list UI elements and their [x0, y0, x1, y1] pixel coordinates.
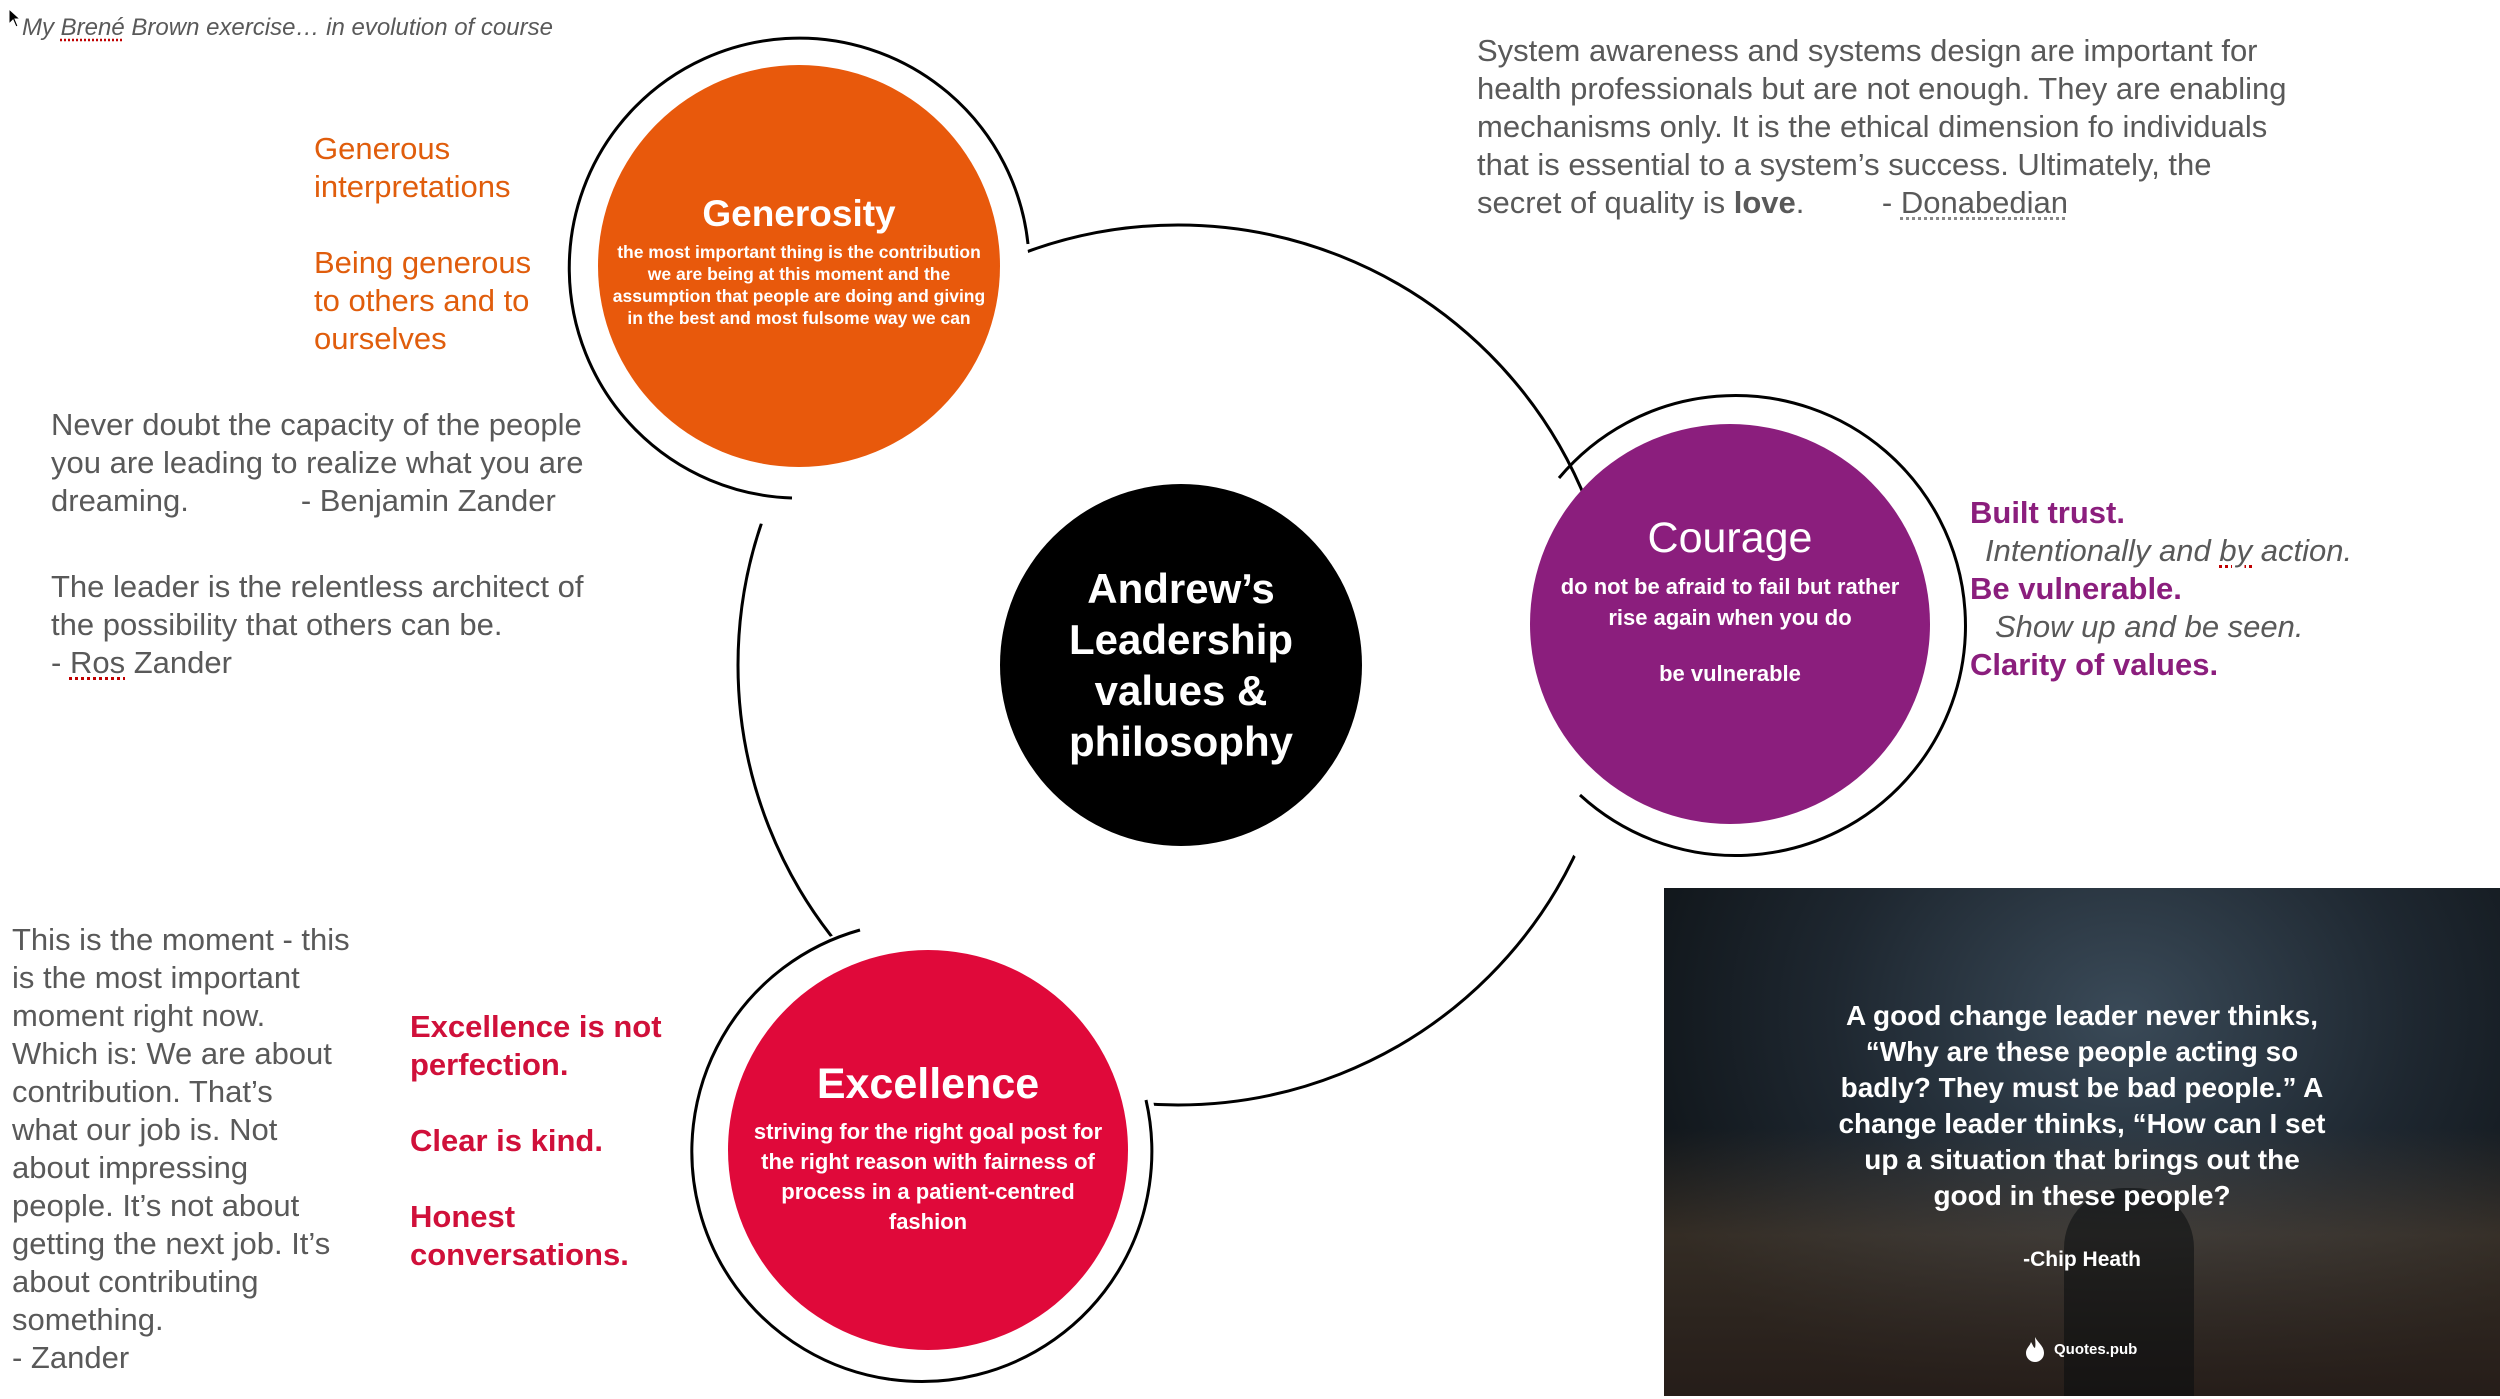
- center-circle: Andrew’s Leadership values & philosophy: [1000, 484, 1362, 846]
- excellence-description: striving for the right goal post for the…: [753, 1118, 1103, 1234]
- courage-description: do not be afraid to fail but rather rise…: [1560, 573, 1900, 630]
- image-figure-silhouette: [2064, 1188, 2194, 1396]
- flame-icon: [2024, 1336, 2046, 1362]
- header-note: My Brené Brown exercise… in evolution of…: [22, 14, 553, 41]
- moment-quote: This is the moment - this is the most im…: [12, 922, 350, 1375]
- courage-circle: Courage do not be afraid to fail but rat…: [1530, 424, 1930, 824]
- image-quote-attribution: -Chip Heath: [2023, 1248, 2141, 1271]
- ros-zander-quote: The leader is the relentless architect o…: [51, 569, 584, 680]
- excellence-outer-ring: [690, 928, 1154, 1384]
- generosity-title: Generosity: [702, 193, 896, 234]
- center-title: Andrew’s Leadership values & philosophy: [1068, 565, 1294, 765]
- excellence-notes: Excellence is not perfection. Clear is k…: [410, 1009, 662, 1272]
- excellence-circle: Excellence striving for the right goal p…: [728, 950, 1128, 1350]
- image-quote-text: A good change leader never thinks, “Why …: [1838, 1000, 2326, 1211]
- quotes-pub-logo: Quotes.pub: [2024, 1336, 2137, 1362]
- excellence-title: Excellence: [816, 1059, 1040, 1108]
- generosity-circle: Generosity the most important thing is t…: [598, 65, 1000, 467]
- benjamin-zander-quote: Never doubt the capacity of the people y…: [51, 407, 584, 518]
- generosity-outer-ring: [567, 36, 1030, 500]
- courage-extra: be vulnerable: [1659, 660, 1801, 686]
- courage-notes: Built trust. Intentionally and by action…: [1970, 495, 2353, 682]
- courage-title: Courage: [1647, 513, 1813, 562]
- generosity-description: the most important thing is the contribu…: [612, 242, 986, 328]
- donabedian-quote: System awareness and systems design are …: [1477, 33, 2287, 220]
- generosity-notes: Generous interpretations Being generous …: [314, 131, 532, 356]
- chip-heath-quote-image: A good change leader never thinks, “Why …: [1664, 888, 2500, 1396]
- cursor-icon: [8, 7, 22, 33]
- courage-outer-ring: [1557, 394, 1967, 857]
